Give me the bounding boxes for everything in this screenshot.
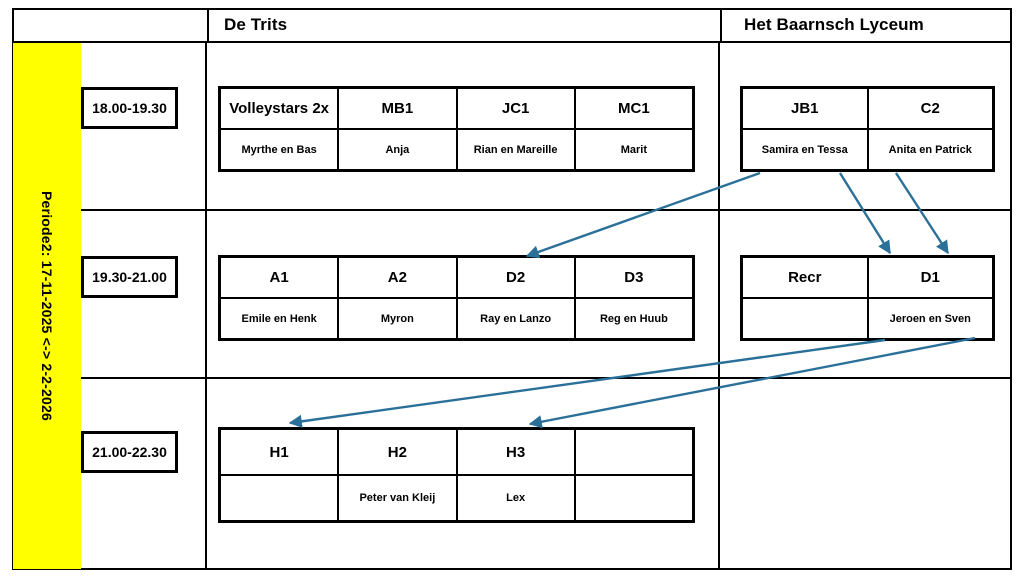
team-coaches: [743, 299, 867, 338]
team-card[interactable]: Volleystars 2x Myrthe en Bas: [221, 89, 340, 169]
team-name: JB1: [743, 89, 867, 130]
team-card[interactable]: Recr: [743, 258, 869, 338]
team-card[interactable]: H2 Peter van Kleij: [339, 430, 458, 520]
column-divider-right: [718, 43, 720, 570]
team-card[interactable]: D3 Reg en Huub: [575, 258, 692, 338]
team-name: A1: [221, 258, 338, 299]
team-card[interactable]: JC1 Rian en Mareille: [457, 89, 576, 169]
team-card[interactable]: D1 Jeroen en Sven: [868, 258, 992, 338]
team-coaches: [221, 476, 337, 520]
team-coaches: [576, 476, 692, 520]
team-coaches: Anja: [385, 143, 410, 156]
team-card[interactable]: [575, 430, 692, 520]
team-name: Recr: [743, 258, 867, 299]
team-name: H3: [457, 430, 574, 476]
team-name: H1: [221, 430, 338, 476]
team-name: D1: [868, 258, 992, 299]
team-name: MC1: [575, 89, 692, 130]
team-coaches: Samira en Tessa: [761, 143, 848, 156]
column-divider-left: [205, 43, 207, 570]
period-highlight-bar: Periode2: 17-11-2025 <-> 2-2-2026: [13, 43, 81, 569]
team-card[interactable]: A2 Myron: [339, 258, 458, 338]
team-coaches: Ray en Lanzo: [480, 312, 552, 325]
team-coaches: Peter van Kleij: [359, 492, 436, 504]
team-block-row3-de-trits: H1 H2 Peter van Kleij H3 Lex: [218, 427, 695, 523]
team-name: MB1: [339, 89, 456, 130]
team-card[interactable]: H1: [221, 430, 340, 520]
header-location-het-baarnsch-lyceum: Het Baarnsch Lyceum: [720, 8, 1012, 41]
team-card[interactable]: A1 Emile en Henk: [221, 258, 340, 338]
row-divider-1: [81, 209, 1012, 211]
team-name: D2: [457, 258, 574, 299]
team-coaches: Jeroen en Sven: [889, 312, 971, 325]
header-location-label: De Trits: [224, 14, 288, 34]
team-coaches: Myrthe en Bas: [241, 143, 317, 156]
header-blank-cell: [12, 8, 207, 41]
team-block-row1-de-trits: Volleystars 2x Myrthe en Bas MB1 Anja JC…: [218, 86, 695, 172]
team-card[interactable]: MC1 Marit: [575, 89, 692, 169]
team-block-row2-de-trits: A1 Emile en Henk A2 Myron D2 Ray en Lanz…: [218, 255, 695, 341]
team-name: JC1: [457, 89, 574, 130]
header-location-label: Het Baarnsch Lyceum: [744, 14, 924, 34]
team-name: D3: [575, 258, 692, 299]
team-coaches: Marit: [620, 143, 648, 156]
team-block-row1-het-baarnsch-lyceum: JB1 Samira en Tessa C2 Anita en Patrick: [740, 86, 995, 172]
team-coaches: Myron: [380, 312, 414, 325]
time-slot-label: 21.00-22.30: [81, 431, 178, 473]
time-slot-label: 18.00-19.30: [81, 87, 178, 129]
team-card[interactable]: H3 Lex: [457, 430, 576, 520]
team-coaches: Rian en Mareille: [473, 143, 558, 156]
team-name: H2: [339, 430, 456, 476]
team-coaches: Reg en Huub: [599, 312, 668, 325]
header-band: De Trits Het Baarnsch Lyceum: [12, 8, 1012, 43]
team-coaches: Lex: [506, 492, 526, 504]
time-slot-label: 19.30-21.00: [81, 256, 178, 298]
row-divider-2: [81, 377, 1012, 379]
team-name: C2: [868, 89, 992, 130]
team-card[interactable]: MB1 Anja: [339, 89, 458, 169]
team-card[interactable]: D2 Ray en Lanzo: [457, 258, 576, 338]
team-coaches: Anita en Patrick: [888, 143, 972, 156]
team-block-row2-het-baarnsch-lyceum: Recr D1 Jeroen en Sven: [740, 255, 995, 341]
period-label: Periode2: 17-11-2025 <-> 2-2-2026: [39, 191, 55, 421]
team-coaches: Emile en Henk: [241, 312, 317, 325]
team-name: A2: [339, 258, 456, 299]
team-name: [575, 430, 692, 476]
team-name: Volleystars 2x: [221, 89, 338, 130]
header-location-de-trits: De Trits: [207, 8, 720, 41]
team-card[interactable]: JB1 Samira en Tessa: [743, 89, 869, 169]
team-card[interactable]: C2 Anita en Patrick: [868, 89, 992, 169]
